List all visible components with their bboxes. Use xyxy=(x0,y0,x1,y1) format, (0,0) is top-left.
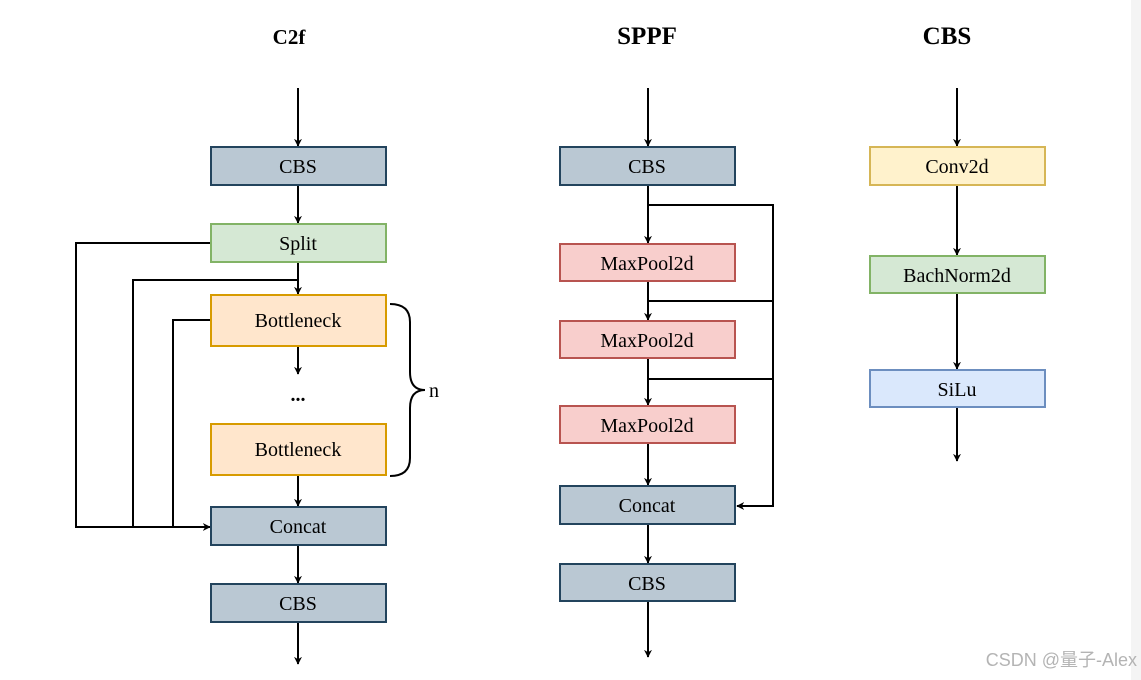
c2f-ellipsis: ... xyxy=(291,384,306,406)
cbs-silu-box xyxy=(869,369,1046,408)
c2f-bottleneck-n-box xyxy=(210,423,387,476)
sppf-cbs-top-label: CBS xyxy=(628,156,666,178)
c2f-cbs-bottom-box xyxy=(210,583,387,623)
cbs-silu-label: SiLu xyxy=(938,379,977,401)
sppf-maxpool-2-label: MaxPool2d xyxy=(600,330,693,352)
c2f-skip-bottleneck-to-concat xyxy=(172,319,211,527)
title-cbs: CBS xyxy=(923,23,972,50)
c2f-cbs-bottom-label: CBS xyxy=(279,593,317,615)
sppf-maxpool-2-box xyxy=(559,320,736,359)
c2f-repeat-label: n xyxy=(429,380,439,402)
cbs-conv-label: Conv2d xyxy=(925,156,988,178)
c2f-cbs-top-label: CBS xyxy=(279,156,317,178)
title-sppf: SPPF xyxy=(617,23,677,50)
sppf-cbs-top-box xyxy=(559,146,736,186)
sppf-skip-cbs-to-concat xyxy=(648,204,774,510)
sppf-maxpool-3-box xyxy=(559,405,736,444)
c2f-bottleneck-1-box xyxy=(210,294,387,347)
watermark: CSDN @量子-Alex xyxy=(985,650,1137,670)
c2f-skip-split-branch-to-concat xyxy=(132,279,298,527)
sppf-maxpool-3-label: MaxPool2d xyxy=(600,415,693,437)
cbs-batchnorm-box xyxy=(869,255,1046,294)
c2f-concat-label: Concat xyxy=(270,516,327,538)
sppf-concat-label: Concat xyxy=(619,495,676,517)
sppf-concat-box xyxy=(559,485,736,525)
sppf-cbs-bottom-label: CBS xyxy=(628,573,666,595)
c2f-split-label: Split xyxy=(279,233,317,255)
sppf-cbs-bottom-box xyxy=(559,563,736,602)
c2f-split-box xyxy=(210,223,387,263)
sppf-diagram: CBS MaxPool2d MaxPool2d MaxPool2d Concat… xyxy=(559,88,774,658)
cbs-batchnorm-label: BachNorm2d xyxy=(903,265,1011,287)
c2f-concat-box xyxy=(210,506,387,546)
sppf-maxpool-1-label: MaxPool2d xyxy=(600,253,693,275)
c2f-diagram: n CBS Split Bottleneck ... Bottleneck Co… xyxy=(75,88,439,665)
right-edge-strip xyxy=(1131,0,1141,680)
cbs-diagram: Conv2d BachNorm2d SiLu xyxy=(869,88,1046,462)
c2f-cbs-top-box xyxy=(210,146,387,186)
title-c2f: C2f xyxy=(273,25,307,49)
sppf-maxpool-1-box xyxy=(559,243,736,282)
c2f-skip-split-to-concat xyxy=(75,242,211,531)
c2f-bottleneck-n-label: Bottleneck xyxy=(255,439,342,461)
c2f-bottleneck-1-label: Bottleneck xyxy=(255,310,342,332)
c2f-repeat-brace xyxy=(389,303,426,477)
cbs-conv-box xyxy=(869,146,1046,186)
